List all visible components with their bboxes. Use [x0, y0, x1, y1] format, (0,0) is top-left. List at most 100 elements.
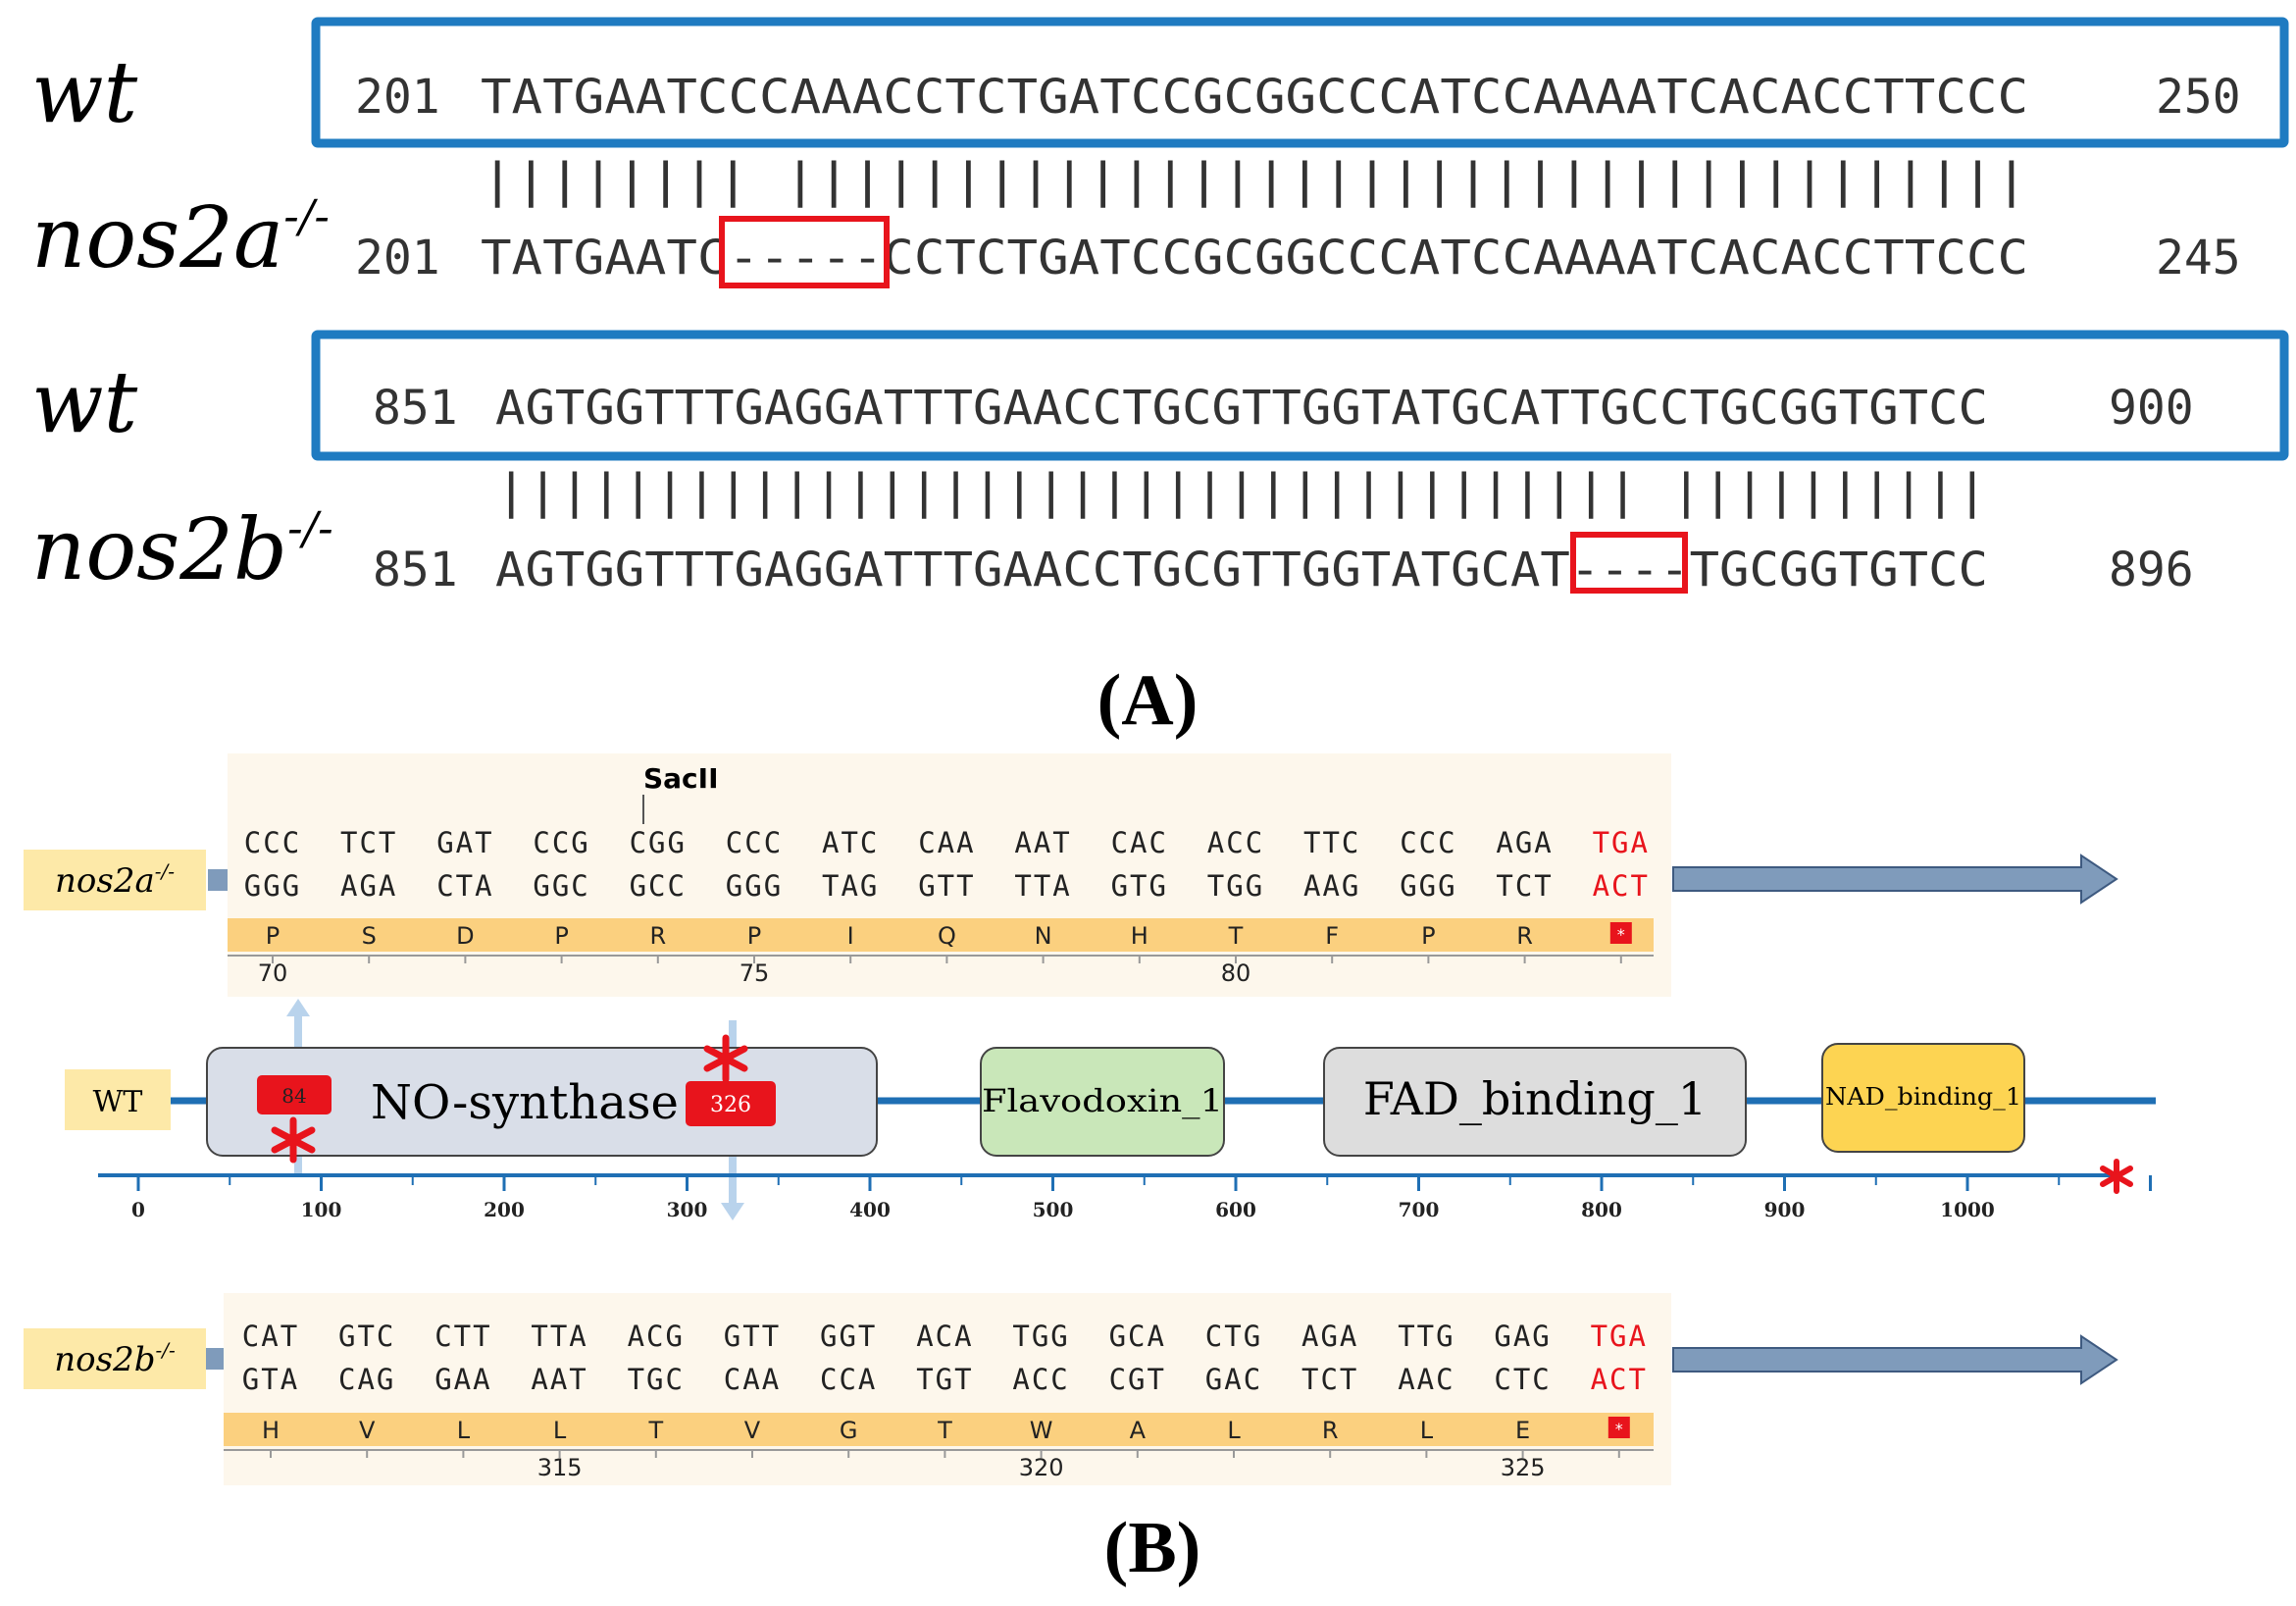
- wt-protein-track: WT NO-synthase Flavodoxin_1 FAD_binding_…: [65, 999, 2156, 1221]
- domain-flavodoxin-label: Flavodoxin_1: [982, 1082, 1223, 1119]
- domain-nad-binding: [1821, 1043, 2025, 1153]
- axis-tick-label: 500: [1033, 1198, 1074, 1221]
- panel-a: wt 201 TATGAATCCCAAACCTCTGATCCGCGGCCCATC…: [31, 17, 2289, 741]
- codon-bottom: CCA: [820, 1363, 877, 1396]
- stop-star-icon: [2100, 1159, 2133, 1194]
- codon-top: ACC: [1207, 826, 1264, 859]
- amino-acid: T: [647, 1417, 663, 1444]
- codon-bottom: GGC: [533, 869, 589, 903]
- mutant-start-number: 851: [373, 543, 458, 597]
- codon-bottom: TCT: [1301, 1363, 1358, 1396]
- panel-b: SacII CCCGGGTCTAGAGATCTACCGGGCCGGGCCCCCG…: [24, 753, 2156, 1588]
- wt-start-number: 201: [355, 70, 440, 125]
- amino-acid: A: [1130, 1417, 1147, 1444]
- amino-acid: R: [1516, 922, 1533, 950]
- wt-sequence: TATGAATCCCAAACCTCTGATCCGCGGCCCATCCAAAATC…: [481, 70, 2028, 125]
- amino-acid: G: [840, 1417, 858, 1444]
- codon-top: TGA: [1593, 826, 1650, 859]
- stop-codon-marker: [1607, 1417, 1630, 1438]
- nos2b-sequence-track: CATGTAGTCCAGCTTGAATTAAATACGTGCGTTCAAGGTC…: [24, 1293, 2118, 1485]
- mutant-end-number: 896: [2109, 543, 2194, 597]
- codon-top: TTA: [531, 1320, 587, 1353]
- stop-codon-symbol: *: [1615, 1420, 1623, 1438]
- codon-bottom: AAC: [1398, 1363, 1454, 1396]
- codon-top: TTG: [1398, 1320, 1454, 1353]
- stop-star-icon: [703, 1034, 748, 1083]
- amino-acid: V: [359, 1417, 376, 1444]
- codon-bottom: TTA: [1014, 869, 1071, 903]
- codon-bottom: CAG: [338, 1363, 395, 1396]
- codon-top: AGA: [1301, 1320, 1358, 1353]
- codon-top: ACG: [628, 1320, 685, 1353]
- amino-acid: L: [1420, 1417, 1434, 1444]
- axis-tick-label: 0: [131, 1198, 145, 1221]
- codon-top: ATC: [822, 826, 879, 859]
- amino-acid: H: [1131, 922, 1148, 950]
- codon-rows: CATGTAGTCCAGCTTGAATTAAATACGTGCGTTCAAGGTC…: [242, 1320, 1648, 1396]
- codon-bottom: TGG: [1207, 869, 1264, 903]
- sample-tag-label: nos2a-/-: [55, 859, 175, 901]
- ruler-number: 320: [1019, 1454, 1064, 1481]
- codon-bottom: GGG: [244, 869, 301, 903]
- wt-sequence: AGTGGTTTGAGGATTTGAACCTGCGTTGGTATGCATTGCC…: [495, 381, 1988, 436]
- ruler-number: 80: [1221, 959, 1251, 987]
- codon-bottom: GTT: [918, 869, 975, 903]
- codon-bottom: CTA: [436, 869, 493, 903]
- codon-top: CAC: [1111, 826, 1168, 859]
- codon-bottom: GGG: [726, 869, 783, 903]
- codon-top: CGG: [630, 826, 687, 859]
- ruler-number: 325: [1501, 1454, 1546, 1481]
- codon-top: CCC: [726, 826, 783, 859]
- ruler-number: 75: [740, 959, 770, 987]
- amino-acid: F: [1325, 922, 1339, 950]
- wt-label: wt: [31, 44, 138, 142]
- codon-bottom: GTA: [242, 1363, 299, 1396]
- alignment-nos2b: wt 851 AGTGGTTTGAGGATTTGAACCTGCGTTGGTATG…: [31, 330, 2289, 599]
- codon-top: GGT: [820, 1320, 877, 1353]
- codon-top: ACA: [916, 1320, 973, 1353]
- track-background: [224, 1293, 1671, 1485]
- mutant-end-number: 245: [2156, 231, 2241, 285]
- mutant-label: nos2a-/-: [31, 189, 330, 287]
- codon-top: GAG: [1494, 1320, 1551, 1353]
- codon-top: TGG: [1012, 1320, 1069, 1353]
- domain-no-synthase: [206, 1047, 878, 1157]
- codon-bottom: TAG: [822, 869, 879, 903]
- wt-tag: [65, 1069, 171, 1130]
- amino-acid-band: [228, 918, 1654, 952]
- amino-acid: P: [1421, 922, 1435, 950]
- domain-flavodoxin: [980, 1047, 1225, 1157]
- mutant-label: nos2b-/-: [31, 501, 333, 599]
- amino-acid: T: [937, 1417, 952, 1444]
- match-line: |||||||| |||||||||||||||||||||||||||||||…: [481, 153, 2028, 208]
- domain-no-synthase-label: NO-synthase: [371, 1075, 679, 1130]
- axis-tick-label: 200: [484, 1198, 525, 1221]
- amino-acid-band: [224, 1413, 1654, 1446]
- codon-bottom: CGT: [1109, 1363, 1166, 1396]
- codon-bottom: AAG: [1303, 869, 1360, 903]
- mutation-arrow-down-icon: [721, 1203, 744, 1220]
- amino-acid: V: [744, 1417, 761, 1444]
- deletion-box: [719, 216, 890, 288]
- codon-bottom: GAA: [434, 1363, 491, 1396]
- axis-tick-label: 1000: [1940, 1198, 1995, 1221]
- nos2a-sequence-track: SacII CCCGGGTCTAGAGATCTACCGGGCCGGGCCCCCG…: [24, 753, 2118, 997]
- axis-tick-label: 800: [1581, 1198, 1622, 1221]
- stop-star-icon: [271, 1116, 316, 1164]
- codon-top: TGA: [1591, 1320, 1648, 1353]
- sample-tag: [24, 850, 206, 910]
- deletion-box: [1570, 532, 1688, 594]
- amino-acid: P: [266, 922, 280, 950]
- amino-acid: E: [1515, 1417, 1530, 1444]
- codon-top: GTC: [338, 1320, 395, 1353]
- codon-top: AGA: [1496, 826, 1553, 859]
- mutation-arrow-up-icon: [286, 999, 310, 1016]
- axis-tick-label: 400: [849, 1198, 891, 1221]
- alignment-nos2a: wt 201 TATGAATCCCAAACCTCTGATCCGCGGCCCATC…: [31, 17, 2289, 288]
- codon-bottom: GTG: [1111, 869, 1168, 903]
- wt-end-number: 900: [2109, 381, 2194, 436]
- amino-acid: L: [457, 1417, 471, 1444]
